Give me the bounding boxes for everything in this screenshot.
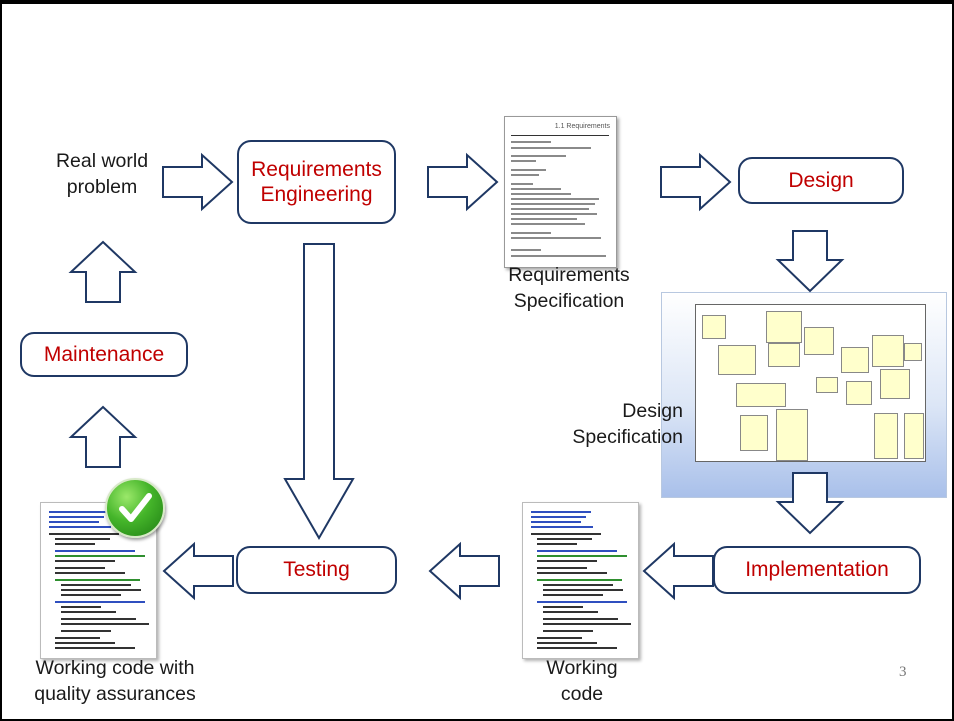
arrow-right-re-to-spec [427,152,499,212]
testing-box: Testing [236,546,397,594]
arrow-up-qa-code-to-maintenance [68,405,138,468]
arrow-up-maintenance-to-problem [68,240,138,303]
arrow-left-testing-to-qa-code [162,541,234,601]
maintenance-box: Maintenance [20,332,188,377]
arrow-left-code-to-testing [428,541,500,601]
arrow-down-re-to-testing [283,243,355,541]
arrow-down-spec-to-implementation [775,472,845,535]
check-mark-icon [105,478,165,538]
page-number: 3 [899,664,907,680]
requirements-specification-label: Requirements Specification [508,264,630,312]
implementation-box: Implementation [713,546,921,594]
working-code-label: Working code [546,657,618,705]
arrow-down-design-to-spec [775,230,845,293]
requirements-engineering-box: Requirements Engineering [237,140,396,224]
requirements-document-thumbnail: 1.1 Requirements [504,116,617,268]
working-code-with-qa-label: Working code with quality assurances [34,657,196,705]
arrow-right-problem-to-re [162,152,234,212]
arrow-right-spec-to-design [660,152,732,212]
document-header: 1.1 Requirements [554,123,610,130]
design-specification-label: Design Specification [572,400,683,448]
uml-class-diagram [695,304,926,462]
real-world-problem-label: Real world problem [55,150,149,198]
design-box: Design [738,157,904,204]
working-code-thumbnail [522,502,639,659]
arrow-left-implementation-to-code [642,541,714,601]
